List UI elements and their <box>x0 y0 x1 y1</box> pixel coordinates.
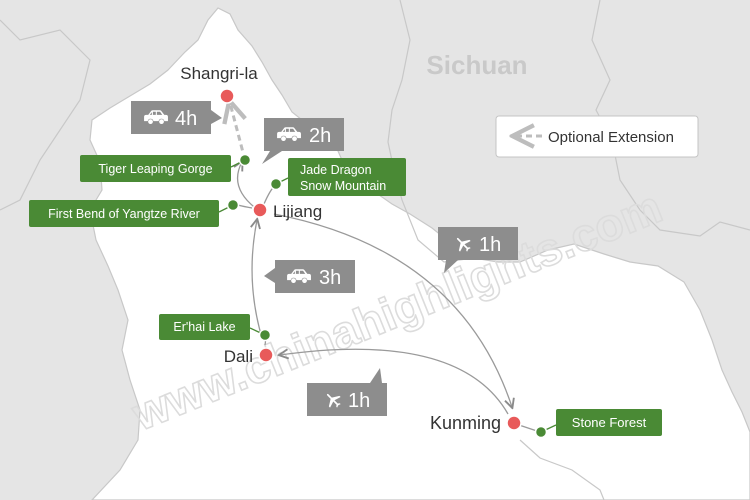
east-region-edge <box>591 0 750 237</box>
city-label: Lijiang <box>273 202 322 221</box>
city-dot <box>219 88 235 104</box>
attraction-dot <box>258 328 272 342</box>
attraction-label: First Bend of Yangtze River <box>48 207 200 221</box>
city-label: Kunming <box>430 413 501 433</box>
city-shangri-la: Shangri-la <box>180 64 258 104</box>
travel-badge-kunming-dali: 1h <box>307 368 387 416</box>
yunnan-province-shape <box>89 7 750 500</box>
city-kunming: Kunming <box>430 413 522 433</box>
attraction-erhai-lake: Er'hai Lake <box>159 314 272 342</box>
west-region-edge <box>0 19 91 211</box>
attraction-label-line2: Snow Mountain <box>300 179 386 193</box>
attraction-label: Jade Dragon <box>300 163 372 177</box>
south-region-edge <box>519 439 605 500</box>
attraction-dot <box>238 153 252 167</box>
city-label: Dali <box>224 347 253 366</box>
travel-duration: 2h <box>309 125 331 147</box>
legend-label: Optional Extension <box>548 129 674 146</box>
city-dot <box>252 202 268 218</box>
travel-duration: 3h <box>319 267 341 289</box>
attraction-first-bend-yangtze: First Bend of Yangtze River <box>29 198 240 227</box>
region-label-sichuan: Sichuan <box>426 50 527 80</box>
city-dot <box>258 347 274 363</box>
attraction-dot <box>269 177 283 191</box>
city-dot <box>506 415 522 431</box>
attraction-label: Tiger Leaping Gorge <box>98 162 212 176</box>
attraction-label: Stone Forest <box>572 415 647 430</box>
attraction-jade-dragon-snow-mountain: Jade Dragon Snow Mountain <box>269 158 406 196</box>
attraction-label: Er'hai Lake <box>173 320 235 334</box>
legend-box: Optional Extension <box>495 115 699 158</box>
travel-badge-dali-lijiang: 3h <box>264 260 355 293</box>
travel-duration: 1h <box>479 234 501 256</box>
travel-badge-tiger-leaping: 2h <box>262 118 344 164</box>
route-line-kunming-dali <box>280 349 509 415</box>
city-dali: Dali <box>224 347 274 366</box>
attraction-tiger-leaping-gorge: Tiger Leaping Gorge <box>80 153 252 182</box>
city-lijiang: Lijiang <box>252 202 322 221</box>
attraction-dot <box>534 425 548 439</box>
route-line-dali-lijiang <box>252 220 263 339</box>
travel-duration: 1h <box>348 390 370 412</box>
attraction-stone-forest: Stone Forest <box>534 409 662 439</box>
travel-badge-lijiang-kunming: 1h <box>438 227 518 273</box>
attraction-dot <box>226 198 240 212</box>
travel-duration: 4h <box>175 108 197 130</box>
city-label: Shangri-la <box>180 64 258 83</box>
route-line-lijiang-kunming <box>273 213 512 407</box>
travel-badge-shangri-la: 4h <box>131 101 222 134</box>
